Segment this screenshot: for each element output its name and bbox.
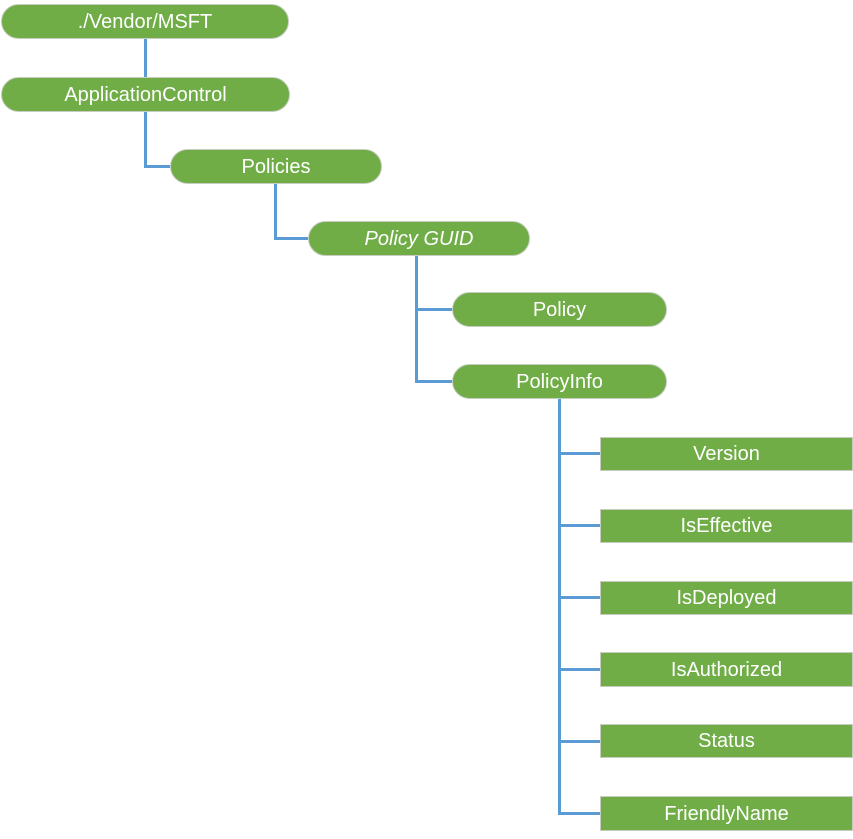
connector-policyinfo-to-version	[558, 452, 600, 455]
node-policies: Policies	[170, 149, 382, 184]
node-is-effective: IsEffective	[600, 509, 853, 543]
connector-vendor-to-appcontrol	[144, 39, 147, 77]
connector-policyinfo-to-iseffective	[558, 524, 600, 527]
node-friendly-name: FriendlyName	[600, 796, 853, 831]
connector-policyinfo-to-isauthorized	[558, 668, 600, 671]
connector-appcontrol-to-policies-horizontal	[144, 165, 170, 168]
connector-policyinfo-trunk	[558, 399, 561, 815]
connector-policyinfo-to-status	[558, 740, 600, 743]
connector-policyinfo-to-friendlyname	[558, 812, 600, 815]
node-is-deployed: IsDeployed	[600, 581, 853, 615]
connector-guid-to-policy	[415, 308, 452, 311]
node-policy-guid: Policy GUID	[308, 221, 530, 256]
connector-appcontrol-to-policies-vertical	[144, 112, 147, 168]
node-status: Status	[600, 724, 853, 758]
node-application-control: ApplicationControl	[1, 77, 290, 112]
connector-policyinfo-to-isdeployed	[558, 596, 600, 599]
connector-policies-to-guid-vertical	[274, 184, 277, 240]
node-policy-info: PolicyInfo	[452, 364, 667, 399]
connector-policies-to-guid-horizontal	[274, 237, 308, 240]
node-policy: Policy	[452, 292, 667, 327]
node-is-authorized: IsAuthorized	[600, 652, 853, 687]
connector-guid-to-policyinfo	[415, 380, 452, 383]
node-version: Version	[600, 437, 853, 471]
node-vendor-msft: ./Vendor/MSFT	[1, 4, 289, 39]
connector-guid-trunk	[415, 256, 418, 383]
